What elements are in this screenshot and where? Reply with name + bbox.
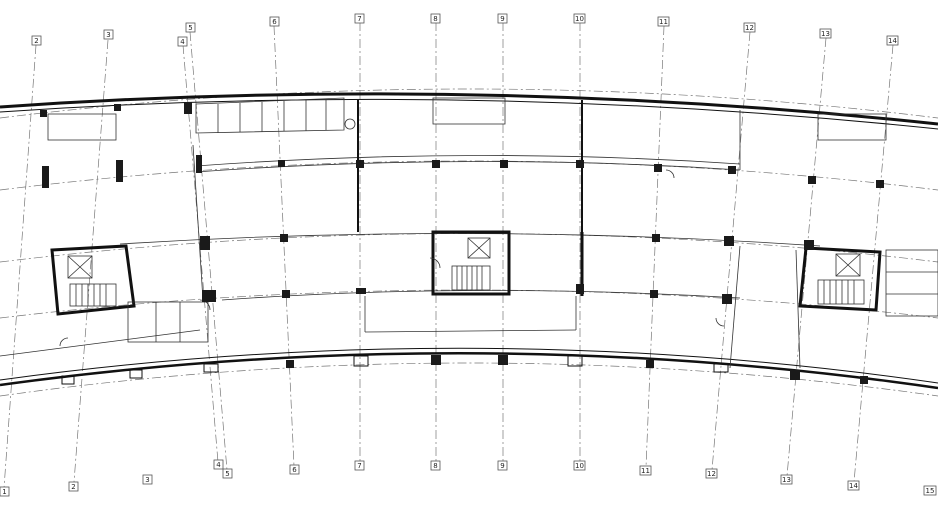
left-core (50, 244, 209, 343)
grid-label-bottom: 10 (575, 462, 584, 470)
top-grid-bubbles: 2 3 4 5 6 7 8 9 10 11 12 13 14 (31, 13, 899, 47)
grid-label-top: 5 (188, 24, 192, 32)
grid-label-top: 11 (659, 18, 668, 26)
exterior-walls (0, 92, 938, 390)
grid-label-bottom: 5 (225, 470, 229, 478)
grid-label-bottom: 13 (782, 476, 791, 484)
grid-label-bottom: 3 (145, 476, 149, 484)
grid-label-bottom: 1 (2, 488, 6, 496)
right-core (798, 246, 938, 317)
grid-label-top: 9 (500, 15, 504, 23)
grid-label-bottom: 15 (926, 487, 935, 495)
grid-label-top: 8 (433, 15, 437, 23)
top-window-bays (47, 97, 887, 141)
structural-columns (40, 102, 884, 385)
grid-label-top: 13 (821, 30, 830, 38)
grid-label-bottom: 2 (71, 483, 75, 491)
grid-label-bottom: 8 (433, 462, 437, 470)
bottom-grid-bubbles: 1 2 3 4 5 6 7 8 9 10 11 12 13 14 15 (0, 459, 937, 497)
grid-label-top: 4 (180, 38, 185, 46)
grid-label-top: 10 (575, 15, 584, 23)
grid-label-bottom: 11 (641, 467, 650, 475)
grid-label-bottom: 4 (216, 461, 221, 469)
grid-lines (0, 22, 938, 489)
grid-label-top: 7 (357, 15, 361, 23)
grid-label-bottom: 14 (849, 482, 858, 490)
central-core (431, 230, 511, 296)
grid-label-top: 3 (106, 31, 110, 39)
grid-label-bottom: 12 (707, 470, 716, 478)
grid-label-top: 6 (272, 18, 277, 26)
grid-label-top: 12 (745, 24, 754, 32)
grid-label-bottom: 6 (292, 466, 297, 474)
grid-label-bottom: 9 (500, 462, 504, 470)
grid-label-top: 14 (888, 37, 897, 45)
grid-label-top: 2 (34, 37, 38, 45)
grid-label-bottom: 7 (357, 462, 361, 470)
door-swing-symbol (59, 169, 725, 347)
